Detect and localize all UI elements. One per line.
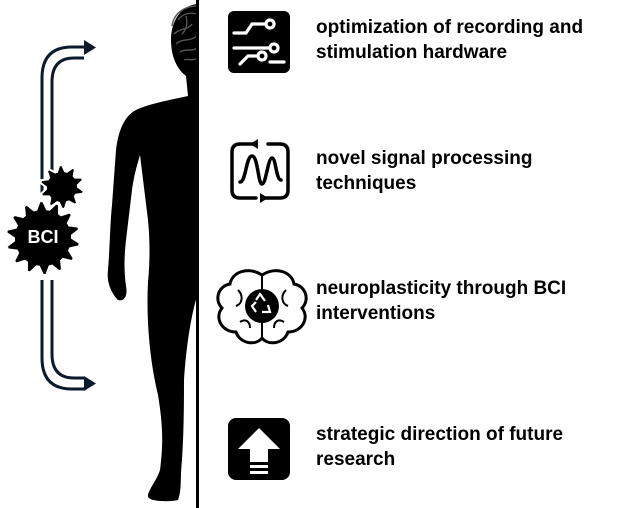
small-gear-icon bbox=[39, 163, 85, 211]
top-arrowhead-icon bbox=[84, 40, 96, 55]
large-gear-shape bbox=[5, 199, 81, 277]
item-strategic-direction: strategic direction of future research bbox=[316, 422, 563, 472]
bottom-bracket-arrow bbox=[40, 280, 84, 391]
signal-arrow-top-icon bbox=[250, 139, 258, 149]
item-line: novel signal processing bbox=[316, 148, 533, 169]
item-hardware: optimization of recording and stimulatio… bbox=[316, 15, 583, 65]
item-line: stimulation hardware bbox=[316, 42, 508, 63]
item-line: optimization of recording and bbox=[316, 17, 584, 38]
item-line: neuroplasticity through BCI bbox=[316, 278, 567, 299]
up-arrow-icon bbox=[228, 418, 290, 480]
item-signal-processing: novel signal processing techniques bbox=[316, 146, 532, 196]
brain-recycle-icon bbox=[216, 269, 308, 345]
top-bracket-arrow bbox=[40, 45, 84, 195]
bottom-arrowhead-icon bbox=[84, 376, 96, 391]
small-gear-shape bbox=[39, 163, 85, 211]
item-line: techniques bbox=[316, 173, 417, 194]
item-line: interventions bbox=[316, 303, 436, 324]
item-line: research bbox=[316, 449, 396, 470]
human-silhouette bbox=[107, 4, 198, 502]
signal-arrow-bottom-icon bbox=[260, 193, 268, 203]
bci-label: BCI bbox=[27, 227, 59, 247]
circuit-icon bbox=[228, 11, 290, 73]
bci-gear-icon bbox=[5, 199, 81, 277]
item-line: strategic direction of future bbox=[316, 424, 564, 445]
item-neuroplasticity: neuroplasticity through BCI intervention… bbox=[316, 276, 566, 326]
signal-wave-icon bbox=[230, 142, 290, 200]
